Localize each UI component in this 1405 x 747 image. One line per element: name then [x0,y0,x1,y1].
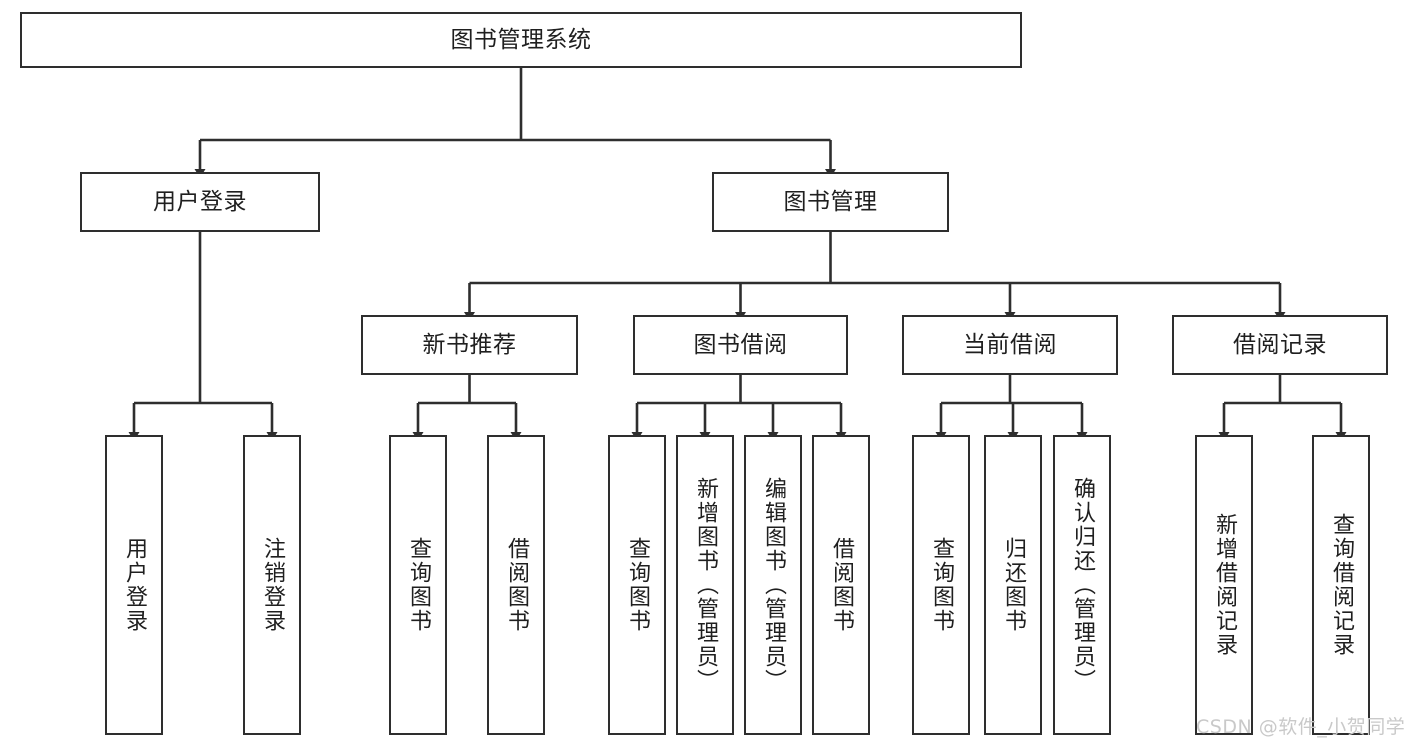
node-label: 归还图书 [1001,537,1026,633]
node-root[interactable]: 图书管理系统 [20,12,1022,68]
node-book-borrow[interactable]: 图书借阅 [633,315,848,375]
node-leaf-query-book-b[interactable]: 查询图书 [608,435,666,735]
node-leaf-confirm-return[interactable]: 确认归还（管理员） [1053,435,1111,735]
node-leaf-logout[interactable]: 注销登录 [243,435,301,735]
node-leaf-add-book[interactable]: 新增图书（管理员） [676,435,734,735]
node-label: 编辑图书（管理员） [761,477,786,693]
node-leaf-user-login[interactable]: 用户登录 [105,435,163,735]
node-label: 查询图书 [406,537,431,633]
node-book-manage[interactable]: 图书管理 [712,172,949,232]
node-borrow-record[interactable]: 借阅记录 [1172,315,1388,375]
node-leaf-query-book-c[interactable]: 查询图书 [912,435,970,735]
node-label: 新增图书（管理员） [693,477,718,693]
node-label: 查询借阅记录 [1329,513,1354,657]
node-current-borrow[interactable]: 当前借阅 [902,315,1118,375]
node-leaf-return-book[interactable]: 归还图书 [984,435,1042,735]
node-leaf-edit-book[interactable]: 编辑图书（管理员） [744,435,802,735]
node-leaf-query-record[interactable]: 查询借阅记录 [1312,435,1370,735]
node-label: 查询图书 [929,537,954,633]
node-leaf-add-record[interactable]: 新增借阅记录 [1195,435,1253,735]
node-label: 图书管理 [783,188,878,215]
node-label: 确认归还（管理员） [1070,477,1095,693]
node-label: 用户登录 [122,537,147,633]
watermark: CSDN @软件_小贺同学 [1196,716,1405,738]
node-label: 用户登录 [153,188,247,215]
node-label: 图书借阅 [693,331,788,358]
node-label: 当前借阅 [963,331,1057,358]
node-user-login[interactable]: 用户登录 [80,172,320,232]
node-label: 新书推荐 [422,331,517,358]
node-leaf-query-book-a[interactable]: 查询图书 [389,435,447,735]
node-label: 借阅记录 [1233,331,1327,358]
node-label: 新增借阅记录 [1212,513,1237,657]
node-leaf-borrow-book-a[interactable]: 借阅图书 [487,435,545,735]
node-new-book-recommend[interactable]: 新书推荐 [361,315,578,375]
node-label: 借阅图书 [829,537,854,633]
node-label: 图书管理系统 [450,26,592,53]
node-label: 注销登录 [260,537,285,633]
node-label: 查询图书 [625,537,650,633]
node-leaf-borrow-book-b[interactable]: 借阅图书 [812,435,870,735]
node-label: 借阅图书 [504,537,529,633]
